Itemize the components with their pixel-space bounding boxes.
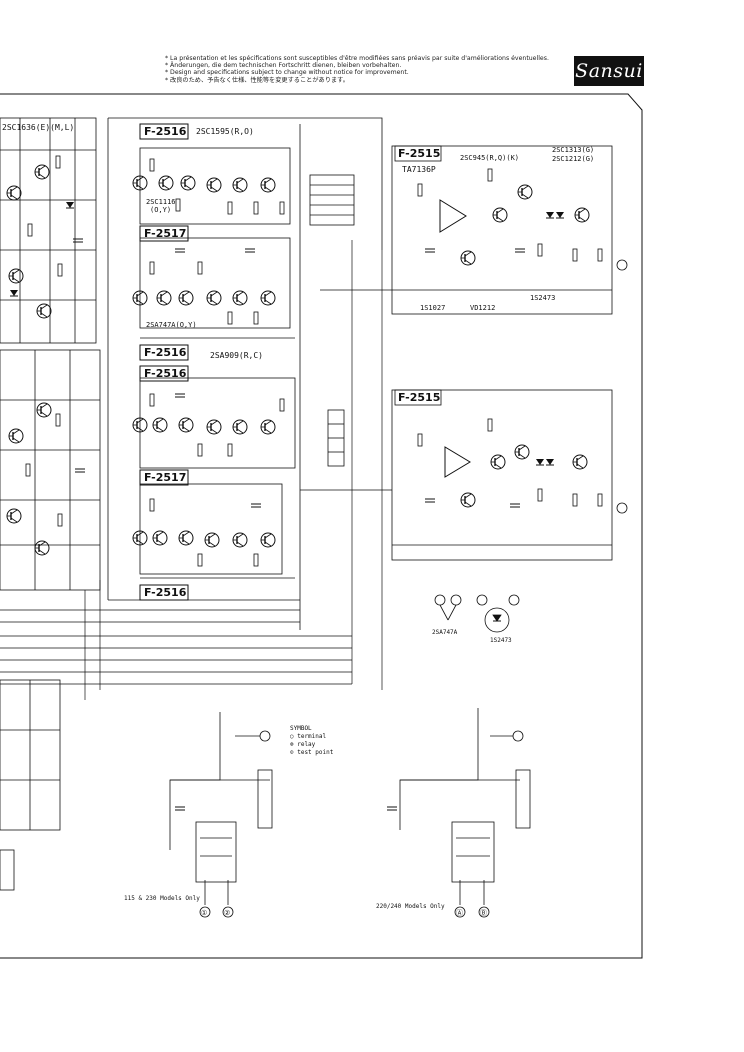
- part-label: (O,Y): [150, 206, 171, 214]
- part-label: 2SA747A(O,Y): [146, 321, 197, 329]
- part-label: 2SA909(R,C): [210, 351, 263, 360]
- legend-item: ⊗ relay: [290, 741, 316, 748]
- note-line: * Änderungen, die dem technischen Fortsc…: [165, 62, 402, 70]
- board-label-box: [139, 123, 189, 601]
- relay-left-caption: 115 & 230 Models Only: [124, 895, 200, 902]
- lead-symbol-label: 2SA747A: [432, 629, 458, 636]
- board-label-f2516: F-2516: [144, 125, 187, 138]
- board-f2515-top-parts: [417, 168, 628, 271]
- lead-symbol-label: 1S2473: [490, 637, 512, 644]
- part-label: 2SC1212(G): [552, 155, 594, 163]
- part-label: 2SC945(R,Q)(K): [460, 154, 519, 162]
- relay-left-terminal: ①: [201, 909, 207, 917]
- board-f2515-bottom-frame: [391, 389, 613, 561]
- relay-circuit-right: [386, 708, 531, 918]
- symbol-legend: SYMBOL ○ terminal ⊗ relay ⊙ test point: [290, 725, 334, 756]
- part-label: 2SC1116: [146, 198, 176, 206]
- note-line: * Design and specifications subject to c…: [165, 69, 409, 77]
- note-line: * La présentation et les spécifications …: [165, 55, 549, 62]
- lead-symbols: [434, 594, 520, 633]
- relay-right-terminal: Ⓑ: [480, 909, 487, 917]
- legend-item: ⊙ test point: [290, 749, 334, 756]
- frame: [0, 93, 643, 959]
- board-label-f2516: F-2516: [144, 586, 187, 599]
- center-passives: [149, 158, 285, 567]
- part-label: 2SC1595(R,O): [196, 127, 254, 136]
- connector-block: [309, 174, 355, 467]
- part-label: 1S1027: [420, 304, 445, 312]
- legend-title: SYMBOL: [290, 725, 312, 732]
- part-label: 1S2473: [530, 294, 555, 302]
- brand-logo: Sansui: [574, 56, 644, 86]
- board-label-f2515: F-2515: [398, 147, 440, 160]
- board-label-f2515: F-2515: [398, 391, 440, 404]
- ic-label: TA7136P: [402, 165, 436, 174]
- board-label-f2516: F-2516: [144, 367, 187, 380]
- relay-circuit-left: [169, 712, 273, 918]
- relay-right-caption: 220/240 Models Only: [376, 903, 445, 910]
- board-label-f2517: F-2517: [144, 227, 186, 240]
- part-label: 2SC1313(G): [552, 146, 594, 154]
- part-label: VD1212: [470, 304, 495, 312]
- legend-item: ○ terminal: [290, 733, 327, 740]
- left-transistors: [6, 155, 86, 556]
- header-notes: * La présentation et les spécifications …: [165, 55, 565, 84]
- board-label-f2516: F-2516: [144, 346, 187, 359]
- left-transistor-label: 2SC1636(E)(M,L): [2, 123, 74, 132]
- board-label-f2517: F-2517: [144, 471, 186, 484]
- left-circuit-block: [0, 117, 101, 891]
- relay-right-terminal: Ⓐ: [456, 909, 463, 917]
- center-board-frame: [107, 117, 383, 630]
- note-line: * 改良のため、予告なく仕様、性能等を変更することがあります。: [165, 76, 349, 84]
- board-f2515-bottom-parts: [417, 418, 628, 514]
- bus-lines: [0, 240, 392, 700]
- relay-left-terminal: ②: [224, 909, 230, 917]
- board-f2515-top-frame: [391, 145, 613, 315]
